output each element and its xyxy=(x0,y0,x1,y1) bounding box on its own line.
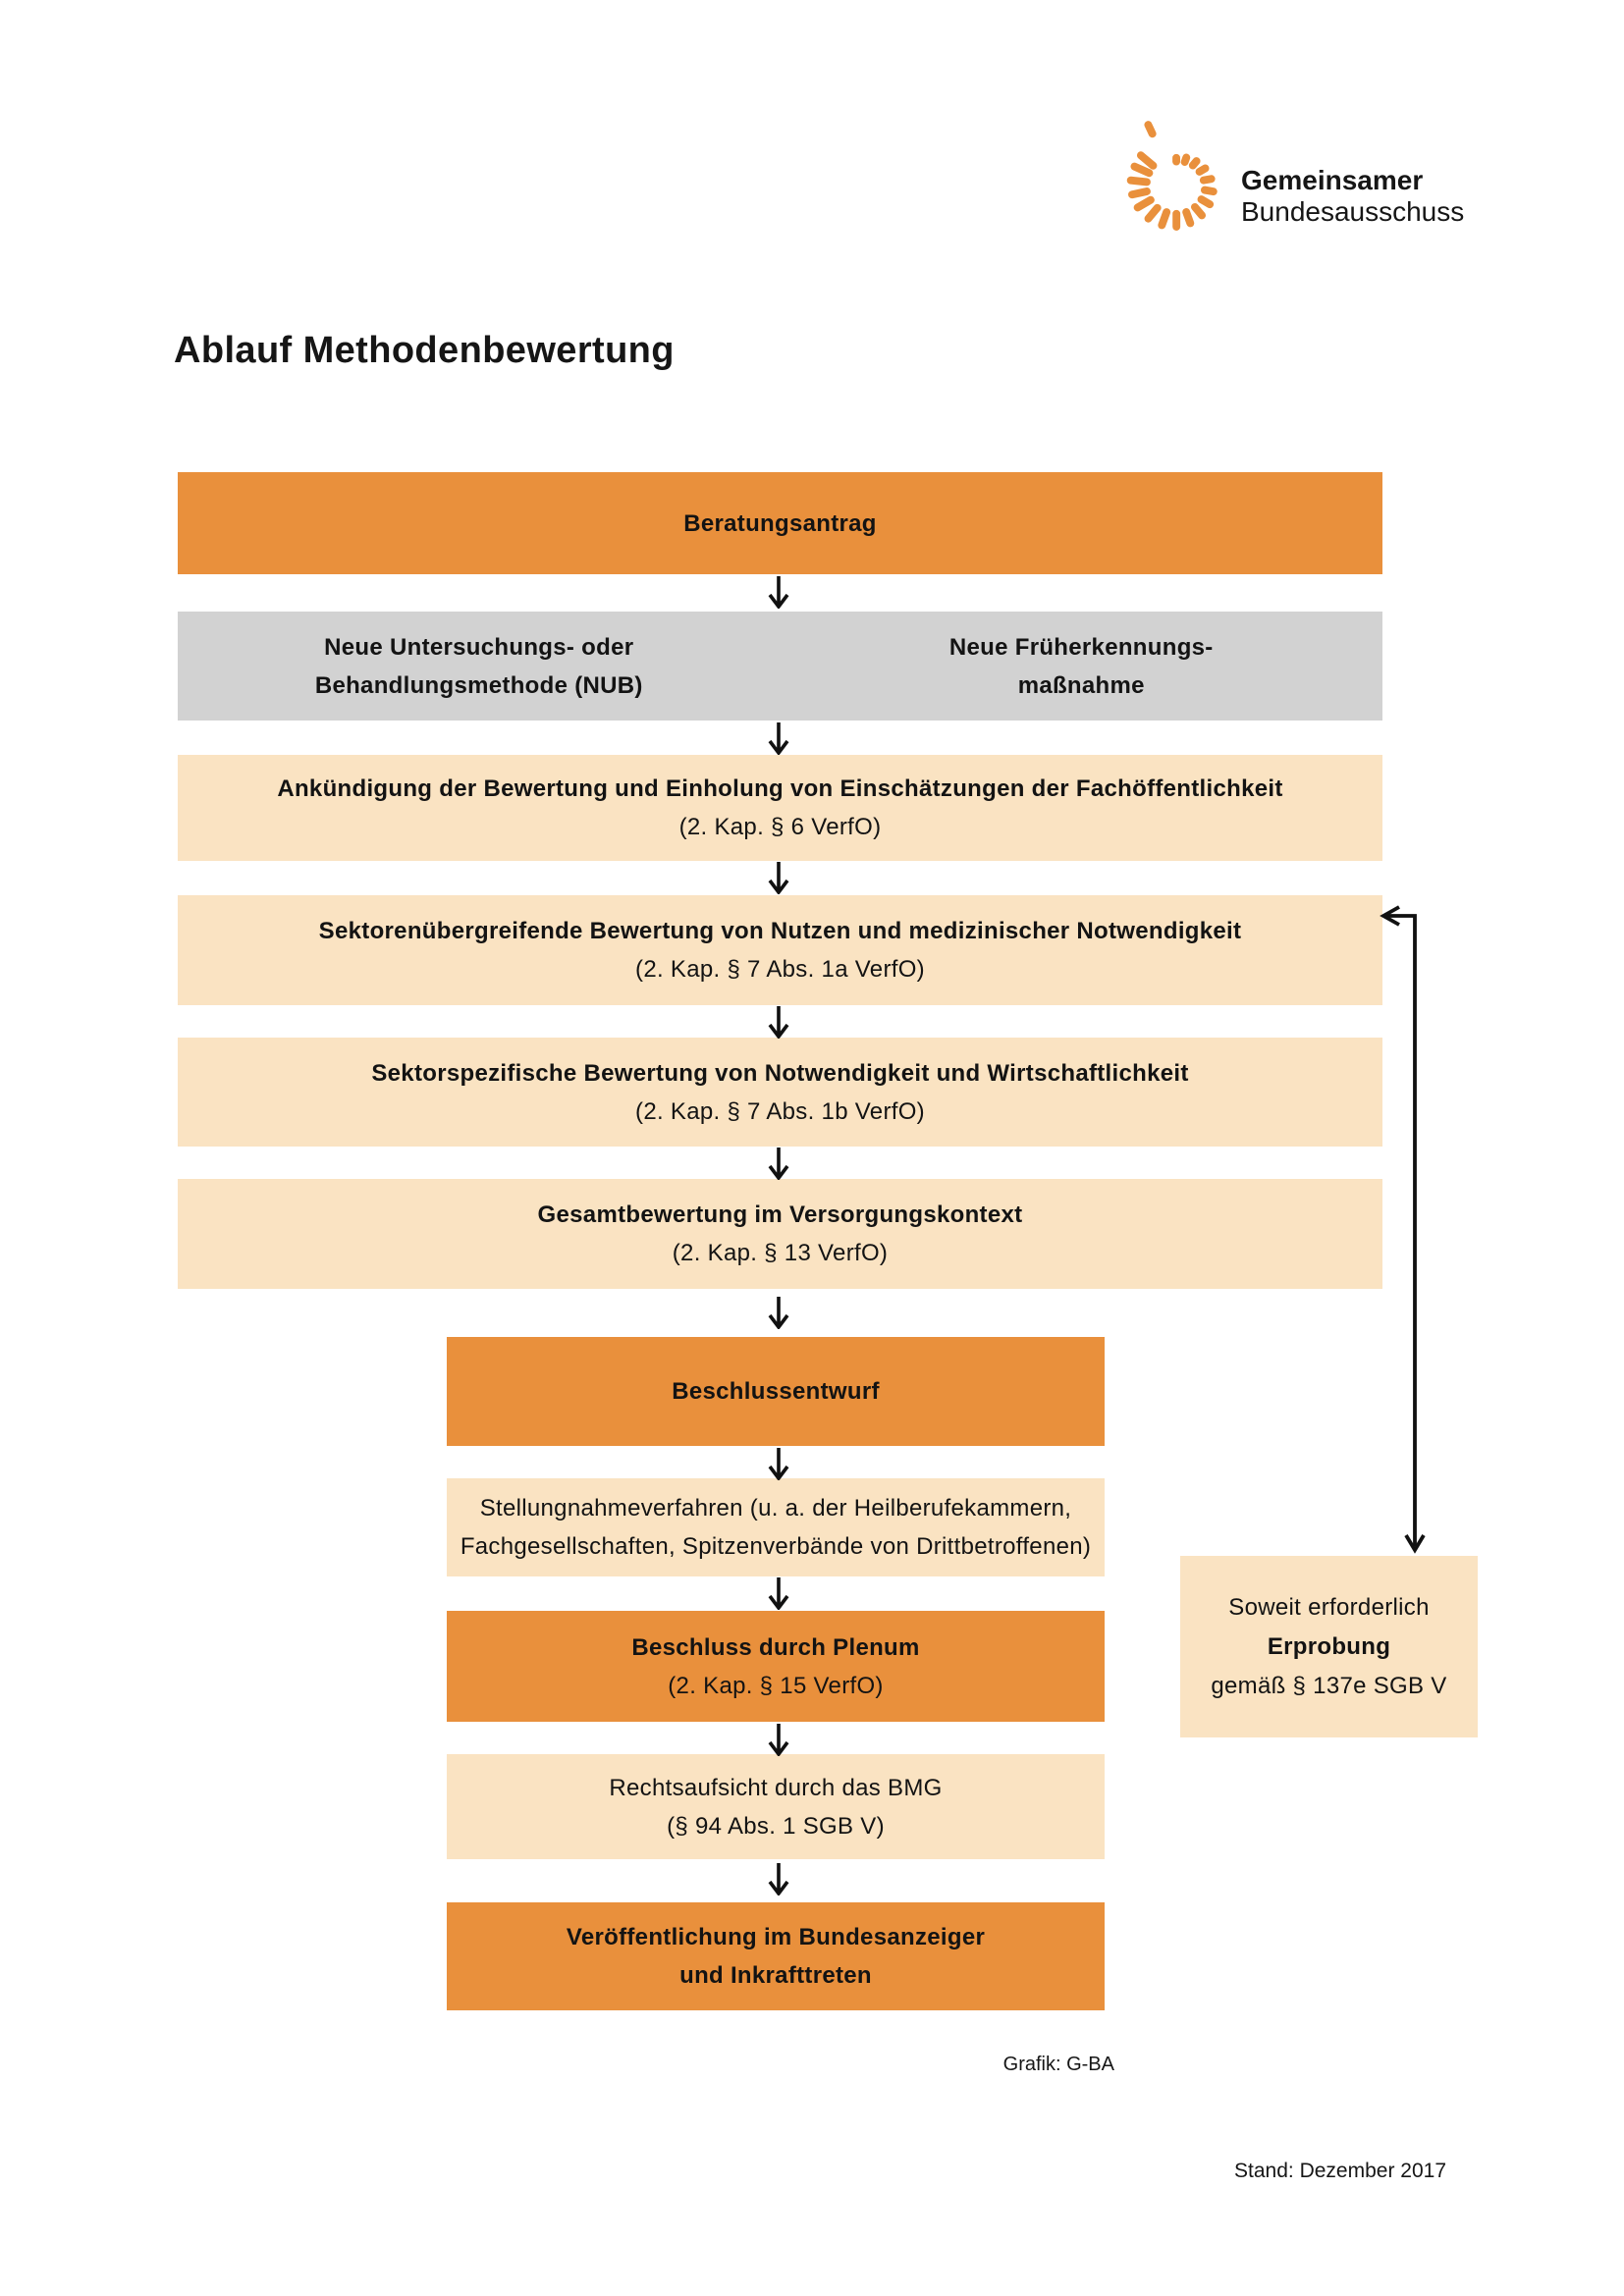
box-text: Rechtsaufsicht durch das BMG xyxy=(609,1774,943,1801)
box-subtext: (2. Kap. § 6 VerfO) xyxy=(678,814,882,840)
box-text: Neue Untersuchungs- oder xyxy=(324,633,634,661)
box-subtext: (2. Kap. § 7 Abs. 1a VerfO) xyxy=(635,956,925,983)
box-text: Veröffentlichung im Bundesanzeiger xyxy=(566,1924,986,1950)
down-arrow-icon xyxy=(765,1005,792,1039)
down-arrow-icon xyxy=(765,861,792,894)
flow-box-neue-methoden: Neue Untersuchungs- oder Behandlungsmeth… xyxy=(178,612,1382,721)
box-text: Beschlussentwurf xyxy=(672,1378,880,1405)
page-title: Ablauf Methodenbewertung xyxy=(174,330,675,371)
flow-box-beratungsantrag: Beratungsantrag xyxy=(178,472,1382,574)
box-text: Sektorspezifische Bewertung von Notwendi… xyxy=(371,1059,1189,1087)
graphic-credit: Grafik: G-BA xyxy=(1002,2054,1114,2075)
box-text: Ankündigung der Bewertung und Einholung … xyxy=(277,775,1283,802)
down-arrow-icon xyxy=(765,1723,792,1756)
down-arrow-icon xyxy=(765,1147,792,1180)
gba-logo: Gemeinsamer Bundesausschuss xyxy=(1117,102,1464,247)
version-date: Stand: Dezember 2017 xyxy=(1234,2160,1446,2182)
logo-line2: Bundesausschuss xyxy=(1241,196,1465,227)
down-arrow-icon xyxy=(765,721,792,755)
flow-box-sektorspezifische-bewertung: Sektorspezifische Bewertung von Notwendi… xyxy=(178,1038,1382,1147)
flow-box-beschlussentwurf: Beschlussentwurf xyxy=(447,1337,1105,1446)
box-subtext: (2. Kap. § 7 Abs. 1b VerfO) xyxy=(635,1097,925,1125)
box-subtext: (2. Kap. § 13 VerfO) xyxy=(672,1240,889,1266)
flow-box-veroeffentlichung: Veröffentlichung im Bundesanzeiger und I… xyxy=(447,1902,1105,2010)
box-text: Erprobung xyxy=(1267,1632,1391,1660)
box-text: Neue Früherkennungs- xyxy=(948,633,1214,661)
box-text: Gesamtbewertung im Versorgungskontext xyxy=(537,1201,1023,1228)
down-arrow-icon xyxy=(765,1447,792,1480)
box-column-left: Neue Untersuchungs- oder Behandlungsmeth… xyxy=(178,628,781,705)
flow-box-stellungnahmeverfahren: Stellungnahmeverfahren (u. a. der Heilbe… xyxy=(447,1478,1105,1576)
flow-box-gesamtbewertung: Gesamtbewertung im Versorgungskontext (2… xyxy=(178,1179,1382,1289)
box-text: Fachgesellschaften, Spitzenverbände von … xyxy=(460,1533,1092,1560)
down-arrow-icon xyxy=(765,1296,792,1329)
gba-spiral-icon xyxy=(1126,121,1218,231)
logo-line1: Gemeinsamer xyxy=(1241,165,1424,195)
box-column-right: Neue Früherkennungs- maßnahme xyxy=(781,628,1383,705)
flow-box-ankuendigung: Ankündigung der Bewertung und Einholung … xyxy=(178,755,1382,861)
box-text: (§ 94 Abs. 1 SGB V) xyxy=(667,1812,885,1840)
box-text: Beschluss durch Plenum xyxy=(631,1633,920,1661)
logo-wordmark: Gemeinsamer Bundesausschuss xyxy=(1241,165,1464,247)
flow-box-erprobung: Soweit erforderlich Erprobung gemäß § 13… xyxy=(1180,1556,1478,1737)
box-text: Beratungsantrag xyxy=(683,509,877,537)
box-text: Soweit erforderlich xyxy=(1228,1593,1430,1621)
down-arrow-icon xyxy=(765,1862,792,1896)
box-subtext: (2. Kap. § 15 VerfO) xyxy=(668,1672,884,1699)
box-text: Stellungnahmeverfahren (u. a. der Heilbe… xyxy=(479,1495,1072,1522)
flow-box-sektorenuebergreifende-bewertung: Sektorenübergreifende Bewertung von Nutz… xyxy=(178,895,1382,1005)
down-arrow-icon xyxy=(765,1576,792,1610)
down-arrow-icon xyxy=(765,575,792,609)
box-text: Behandlungsmethode (NUB) xyxy=(314,671,643,699)
box-text: und Inkrafttreten xyxy=(679,1962,872,1989)
flow-box-beschluss-plenum: Beschluss durch Plenum (2. Kap. § 15 Ver… xyxy=(447,1611,1105,1722)
box-text: gemäß § 137e SGB V xyxy=(1211,1672,1447,1699)
flow-box-rechtsaufsicht: Rechtsaufsicht durch das BMG (§ 94 Abs. … xyxy=(447,1754,1105,1859)
box-text: Sektorenübergreifende Bewertung von Nutz… xyxy=(318,918,1242,944)
box-text: maßnahme xyxy=(1017,671,1145,699)
